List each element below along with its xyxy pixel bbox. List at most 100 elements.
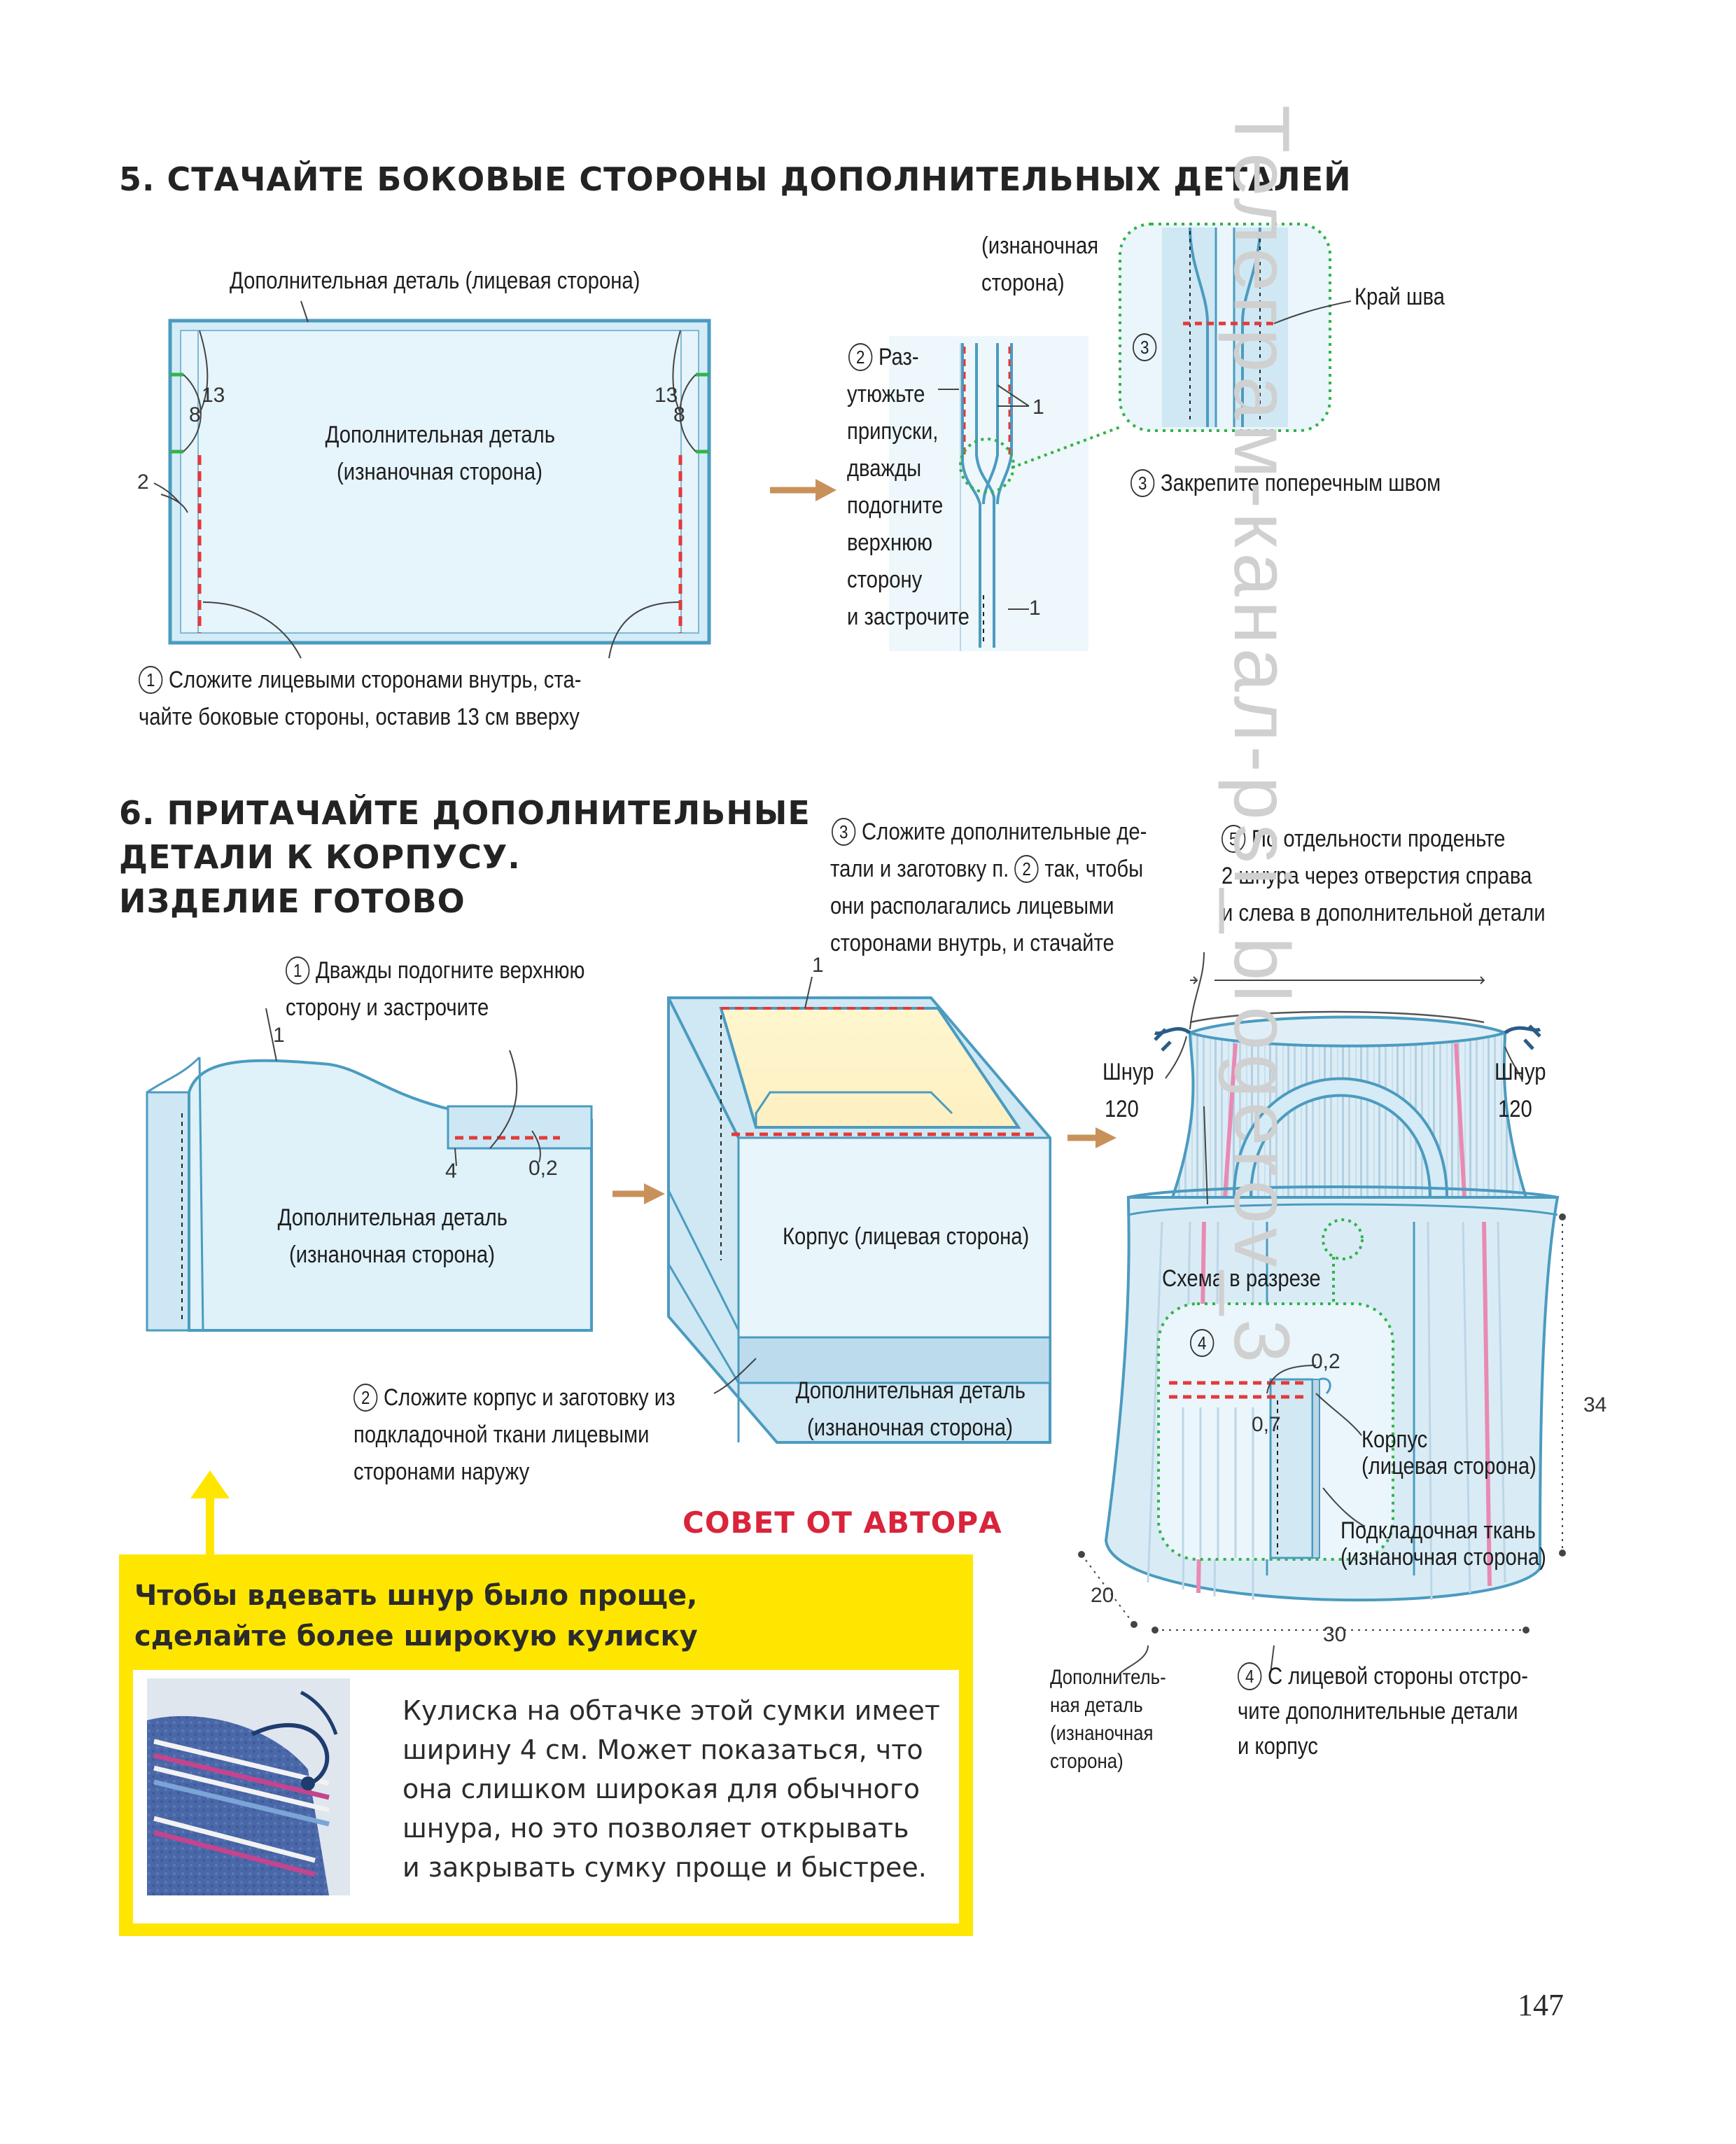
s6-n1-box: 1 bbox=[812, 954, 824, 977]
s5-n13-right: 13 bbox=[654, 384, 678, 407]
s5-n8-left: 8 bbox=[189, 403, 201, 426]
s5-step2-line3: дважды bbox=[847, 455, 922, 482]
s6-extra-left-0: Дополнитель- bbox=[1050, 1666, 1166, 1689]
s6-n4: 4 bbox=[445, 1160, 457, 1183]
s6-panel-line1: Дополнительная деталь bbox=[277, 1204, 507, 1231]
s6-circle-1: 1 bbox=[286, 956, 310, 984]
s5-seam-strip bbox=[889, 336, 1121, 651]
s6-n02-b: 0,2 bbox=[1311, 1350, 1340, 1373]
s6-step3-line3: они располагались лицевыми bbox=[830, 893, 1114, 919]
tip-text-line5: и закрывать сумку проще и быстрее. bbox=[402, 1852, 927, 1883]
tip-title-line2: сделайте более широкую кулиску bbox=[134, 1620, 698, 1652]
tip-text-line1: Кулиска на обтачке этой сумки имеет bbox=[402, 1695, 940, 1726]
s6-cord-left-1: Шнур bbox=[1102, 1059, 1154, 1085]
s6-circle-4: 4 bbox=[1238, 1662, 1262, 1690]
s5-step1-line2: чайте боковые стороны, оставив 13 см вве… bbox=[139, 704, 580, 730]
watermark-text: Телеграм-канал-psi_blogerov_3 bbox=[1218, 105, 1306, 1367]
s6-cord-right-1: Шнур bbox=[1494, 1059, 1546, 1085]
s6-step2-line3: сторонами наружу bbox=[354, 1459, 530, 1485]
section6-title-1: 6. ПРИТАЧАЙТЕ ДОПОЛНИТЕЛЬНЫЕ bbox=[119, 794, 811, 832]
s5-panel-line1: Дополнительная деталь bbox=[325, 422, 555, 448]
s5-label-top: Дополнительная деталь (лицевая сторона) bbox=[230, 267, 640, 294]
tip-text-line2: ширину 4 см. Может показаться, что bbox=[402, 1734, 923, 1765]
s6-circle-5: 5 bbox=[1222, 825, 1246, 853]
s6-extra-left-3: сторона) bbox=[1050, 1750, 1124, 1773]
s5-circle-1: 1 bbox=[139, 666, 163, 694]
s6-step5-line2: 2 шнура через отверстия справа bbox=[1222, 863, 1532, 889]
s6-body-right-1: Корпус bbox=[1362, 1426, 1428, 1453]
s5-zoom-bubble bbox=[1119, 223, 1352, 432]
watermark: Телеграм-канал-psi_blogerov_3 bbox=[1218, 105, 1324, 2038]
s5-panel-line2: (изнаночная сторона) bbox=[337, 459, 542, 485]
s6-circle-4-bubble: 4 bbox=[1190, 1329, 1214, 1357]
s6-n07: 0,7 bbox=[1252, 1413, 1281, 1436]
s5-circle-2: 2 bbox=[848, 343, 873, 371]
s5-seam-edge: Край шва bbox=[1354, 284, 1445, 310]
s6-step5-line3: и слева в дополнительной детали bbox=[1222, 900, 1546, 926]
s6-bubble-4: 4 bbox=[1190, 1325, 1220, 1361]
s5-step2-line5: верхнюю bbox=[847, 529, 933, 556]
s6-dim34: 34 bbox=[1583, 1393, 1607, 1416]
s5-n13-left: 13 bbox=[202, 384, 225, 407]
tip-photo-drawstring-bag bbox=[147, 1678, 350, 1895]
s6-step1-line2: сторону и застрочите bbox=[286, 994, 489, 1021]
page-number: 147 bbox=[1518, 1988, 1564, 2022]
s5-n1-bottom: 1 bbox=[1029, 597, 1041, 620]
s6-step2-line2: подкладочной ткани лицевыми bbox=[354, 1421, 650, 1448]
s6-extra-left-2: (изнаночная bbox=[1050, 1722, 1154, 1745]
s6-step4-line3: и корпус bbox=[1238, 1733, 1318, 1760]
s5-step2-line7: и застрочите bbox=[847, 604, 969, 630]
s6-extra-detail bbox=[146, 1008, 593, 1332]
tip-title-line1: Чтобы вдевать шнур было проще, bbox=[134, 1580, 698, 1612]
s6-extra-line1: Дополнительная деталь bbox=[795, 1377, 1026, 1404]
tip-text: Кулиска на обтачке этой сумки имеет шири… bbox=[402, 1691, 940, 1887]
s5-step2-line6: сторону bbox=[847, 566, 923, 593]
s6-n02: 0,2 bbox=[528, 1157, 558, 1180]
s6-circle-2: 2 bbox=[354, 1384, 378, 1412]
s5-n8-right: 8 bbox=[673, 403, 685, 426]
s6-circle-2b: 2 bbox=[1014, 855, 1039, 883]
s6-cord-left-2: 120 bbox=[1105, 1096, 1139, 1122]
s5-wrong-side-1: (изнаночная bbox=[981, 232, 1099, 259]
s5-step2-line1: утюжьте bbox=[847, 381, 925, 408]
s6-dim30: 30 bbox=[1323, 1623, 1347, 1646]
s6-body-label: Корпус (лицевая сторона) bbox=[783, 1223, 1030, 1250]
tip-content: Кулиска на обтачке этой сумки имеет шири… bbox=[133, 1670, 959, 1923]
s6-body-right-2: (лицевая сторона) bbox=[1362, 1453, 1536, 1480]
tip-header: СОВЕТ ОТ АВТОРА bbox=[682, 1505, 1002, 1540]
tip-title: Чтобы вдевать шнур было проще, сделайте … bbox=[134, 1575, 698, 1657]
s6-extra-line2: (изнаночная сторона) bbox=[807, 1414, 1013, 1441]
section5-title: 5. СТАЧАЙТЕ БОКОВЫЕ СТОРОНЫ ДОПОЛНИТЕЛЬН… bbox=[119, 160, 1352, 198]
s6-step4-line2: чите дополнительные детали bbox=[1238, 1698, 1518, 1725]
s5-circle-3-bubble: 3 bbox=[1133, 333, 1157, 361]
s6-step3-line4: сторонами внутрь, и стачайте bbox=[830, 930, 1114, 956]
s5-circle-3: 3 bbox=[1130, 469, 1155, 497]
tip-box: Чтобы вдевать шнур было проще, сделайте … bbox=[119, 1554, 973, 1936]
section6-title-2: ДЕТАЛИ К КОРПУСУ. bbox=[119, 838, 521, 876]
s6-scheme-label: Схема в разрезе bbox=[1162, 1265, 1321, 1292]
tip-text-line3: она слишком широкая для обычного bbox=[402, 1774, 920, 1804]
s6-body-box bbox=[667, 976, 1051, 1444]
s6-lining-1: Подкладочная ткань bbox=[1340, 1517, 1536, 1544]
s6-dim20: 20 bbox=[1091, 1584, 1114, 1607]
s5-flat-panel bbox=[153, 300, 711, 659]
s5-step2-line2: припуски, bbox=[847, 418, 939, 445]
s5-wrong-side-2: сторона) bbox=[981, 270, 1065, 296]
s6-finished-bag bbox=[1078, 952, 1566, 1674]
s6-circle-3: 3 bbox=[832, 818, 856, 846]
s5-step2-line4: подогните bbox=[847, 492, 944, 519]
s5-n2: 2 bbox=[137, 471, 149, 494]
s5-n1-top: 1 bbox=[1032, 396, 1044, 419]
s5-bubble-3: 3 bbox=[1133, 329, 1163, 366]
s6-panel-line2: (изнаночная сторона) bbox=[289, 1241, 495, 1268]
s6-lining-2: (изнаночная сторона) bbox=[1340, 1544, 1546, 1571]
